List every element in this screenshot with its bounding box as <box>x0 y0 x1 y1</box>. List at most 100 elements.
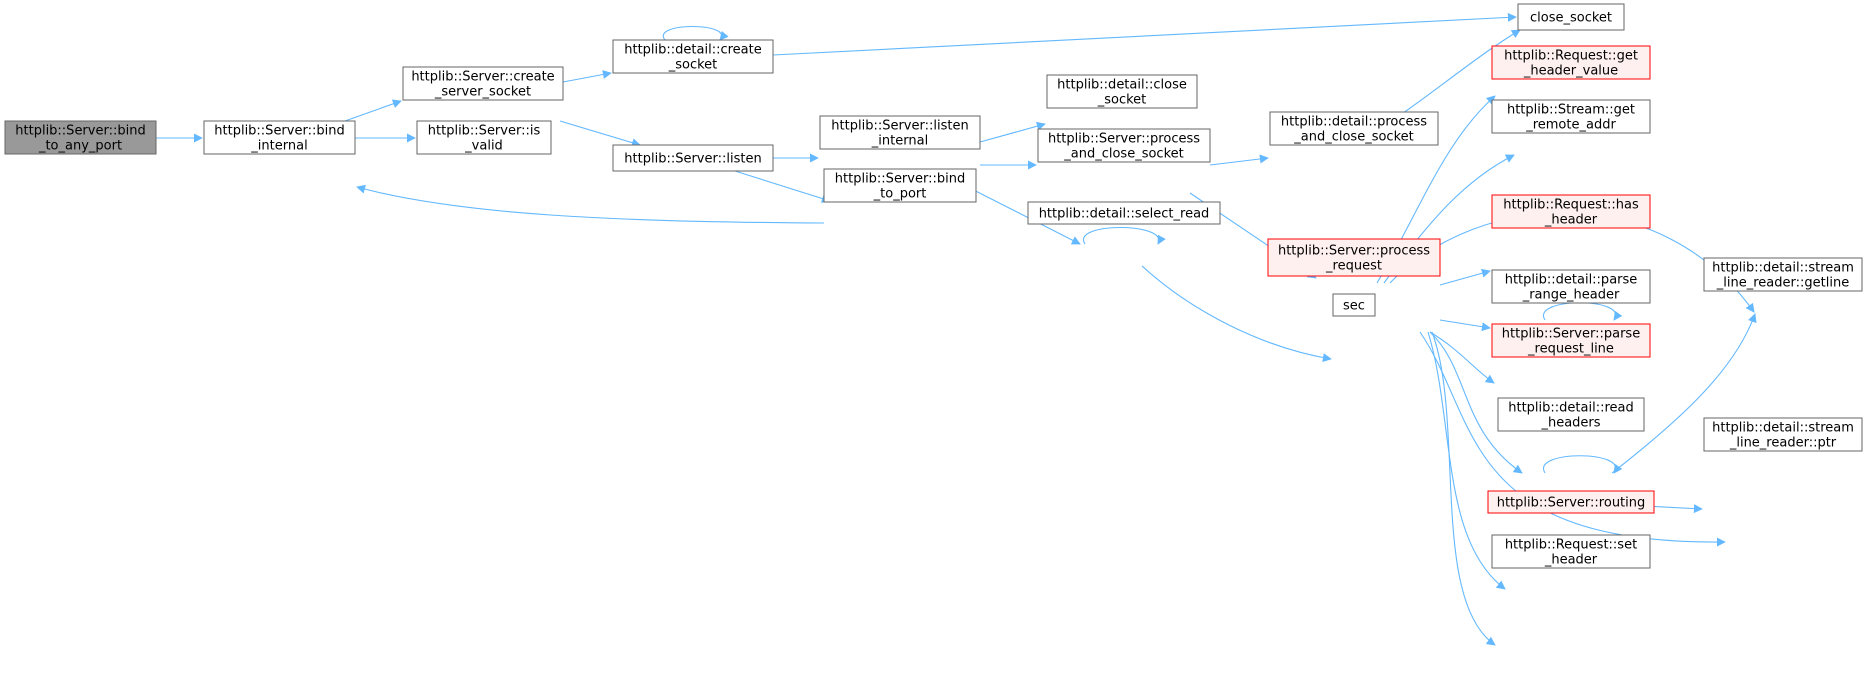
node-label-line: httplib::Request::get <box>1504 49 1638 64</box>
node-box <box>1491 323 1651 358</box>
node-label-line: httplib::Server::listen <box>831 119 968 134</box>
node-label-line: httplib::Server::parse <box>1502 327 1640 342</box>
node-box <box>823 168 977 203</box>
edge-bind-internal-to-create-server-socket <box>344 99 402 122</box>
node-box <box>1491 45 1651 80</box>
edge-process-request-to-parse-range-header <box>1439 319 1491 332</box>
node-box <box>1267 238 1441 277</box>
node-box <box>1487 490 1655 514</box>
node-label-line: _remote_addr <box>1525 118 1616 133</box>
node-box <box>1046 74 1198 109</box>
node-has-header[interactable]: httplib::Request::has_header <box>1491 194 1651 229</box>
node-create-server-socket[interactable]: httplib::Server::create_server_socket <box>402 66 564 101</box>
edge-server-process-and-close-socket-to-detail-process-and-close-socket <box>1209 154 1269 166</box>
node-label-line: httplib::Server::bind <box>835 172 965 187</box>
node-label-line: _line_reader::getline <box>1716 276 1849 291</box>
node-create-socket[interactable]: httplib::detail::create_socket <box>612 39 774 74</box>
node-box <box>1517 3 1625 31</box>
node-detail-close-socket[interactable]: httplib::detail::close_socket <box>1046 74 1198 109</box>
node-label-line: close_socket <box>1530 11 1612 26</box>
node-set-header[interactable]: httplib::Request::set_header <box>1491 534 1651 569</box>
node-server-process-and-close-socket[interactable]: httplib::Server::process_and_close_socke… <box>1037 128 1211 163</box>
node-label-line: sec <box>1343 299 1365 314</box>
node-label-line: _valid <box>464 139 503 154</box>
node-read-headers[interactable]: httplib::detail::read_headers <box>1497 397 1645 432</box>
edge-process-request-to-parse-request-line <box>1429 331 1495 384</box>
node-box <box>1332 293 1376 317</box>
node-box <box>416 120 552 155</box>
node-label-line: httplib::Server::process <box>1278 244 1430 259</box>
node-label-line: _and_close_socket <box>1293 130 1413 145</box>
edge-process-request-to-routing <box>1427 331 1506 590</box>
node-label-line: _header <box>1544 553 1598 568</box>
edge-listen-internal-to-detail-close-socket <box>979 121 1046 143</box>
node-detail-process-and-close-socket[interactable]: httplib::detail::process_and_close_socke… <box>1269 111 1439 146</box>
node-label-line: httplib::Request::has <box>1503 198 1639 213</box>
node-box <box>1491 194 1651 229</box>
edge-select-read-to-sec <box>1141 265 1332 363</box>
node-label-line: httplib::detail::process <box>1281 115 1427 130</box>
node-label-line: httplib::detail::read <box>1508 401 1634 416</box>
node-sec[interactable]: sec <box>1332 293 1376 317</box>
node-is-valid[interactable]: httplib::Server::is_valid <box>416 120 552 155</box>
node-get-remote-addr[interactable]: httplib::Stream::get_remote_addr <box>1491 99 1651 134</box>
node-label-line: _headers <box>1540 416 1600 431</box>
node-box <box>1491 534 1651 569</box>
node-parse-request-line[interactable]: httplib::Server::parse_request_line <box>1491 323 1651 358</box>
node-box <box>1027 201 1221 225</box>
node-label-line: _header_value <box>1523 64 1618 79</box>
node-box <box>4 120 157 155</box>
node-label-line: _socket <box>1097 93 1147 108</box>
node-label-line: httplib::Server::bind <box>15 124 145 139</box>
edge-process-request-to-read-headers <box>1429 331 1523 474</box>
node-listen-internal[interactable]: httplib::Server::listen_internal <box>819 115 981 150</box>
edge-create-socket-to-create-socket <box>662 25 729 41</box>
node-get-header-value[interactable]: httplib::Request::get_header_value <box>1491 45 1651 80</box>
node-label-line: httplib::detail::create <box>624 43 761 58</box>
node-label-line: _header <box>1544 213 1598 228</box>
node-label-line: httplib::detail::stream <box>1712 261 1854 276</box>
edge-listen-to-bind-to-port <box>734 170 831 203</box>
node-bind-to-port[interactable]: httplib::Server::bind_to_port <box>823 168 977 203</box>
edge-create-socket-to-close-socket <box>772 12 1517 56</box>
node-label-line: httplib::Server::listen <box>624 152 761 167</box>
node-box <box>1037 128 1211 163</box>
node-bind-internal[interactable]: httplib::Server::bind_internal <box>203 120 356 155</box>
edge-process-request-to-set-header <box>1431 331 1496 646</box>
node-listen[interactable]: httplib::Server::listen <box>612 144 774 172</box>
node-bind-to-any-port[interactable]: httplib::Server::bind_to_any_port <box>4 120 157 155</box>
node-process-request[interactable]: httplib::Server::process_request <box>1267 238 1441 277</box>
node-label-line: httplib::Stream::get <box>1507 103 1635 118</box>
nodes-layer: httplib::Server::bind_to_any_porthttplib… <box>4 3 1863 569</box>
node-close-socket[interactable]: close_socket <box>1517 3 1625 31</box>
node-box <box>1497 397 1645 432</box>
edge-bind-to-port-to-bind-internal <box>356 184 825 224</box>
edge-process-request-to-has-header <box>1439 268 1491 286</box>
edge-create-server-socket-to-create-socket <box>562 70 612 83</box>
node-parse-range-header[interactable]: httplib::detail::parse_range_header <box>1491 269 1651 304</box>
node-label-line: _internal <box>871 134 928 149</box>
node-label-line: httplib::Server::process <box>1048 132 1200 147</box>
node-label-line: _internal <box>250 139 307 154</box>
node-label-line: _and_close_socket <box>1063 147 1183 162</box>
node-label-line: httplib::detail::stream <box>1712 421 1854 436</box>
edge-read-headers-to-getline <box>1611 313 1757 474</box>
edge-parse-range-header-to-parse-range-header <box>1542 302 1623 321</box>
node-box <box>1703 257 1863 292</box>
node-getline[interactable]: httplib::detail::stream_line_reader::get… <box>1703 257 1863 292</box>
node-box <box>1491 269 1651 304</box>
node-label-line: httplib::Server::bind <box>214 124 344 139</box>
node-label-line: _to_port <box>873 187 927 202</box>
node-box <box>1269 111 1439 146</box>
node-label-line: httplib::Request::set <box>1505 538 1637 553</box>
node-select-read[interactable]: httplib::detail::select_read <box>1027 201 1221 225</box>
node-label-line: httplib::detail::parse <box>1505 273 1638 288</box>
node-label-line: _to_any_port <box>38 139 122 154</box>
node-label-line: _request_line <box>1527 342 1614 357</box>
node-label-line: _request <box>1325 259 1382 274</box>
node-label-line: httplib::detail::select_read <box>1039 207 1210 222</box>
node-box <box>612 144 774 172</box>
node-routing[interactable]: httplib::Server::routing <box>1487 490 1655 514</box>
node-ptr[interactable]: httplib::detail::stream_line_reader::ptr <box>1703 417 1863 452</box>
